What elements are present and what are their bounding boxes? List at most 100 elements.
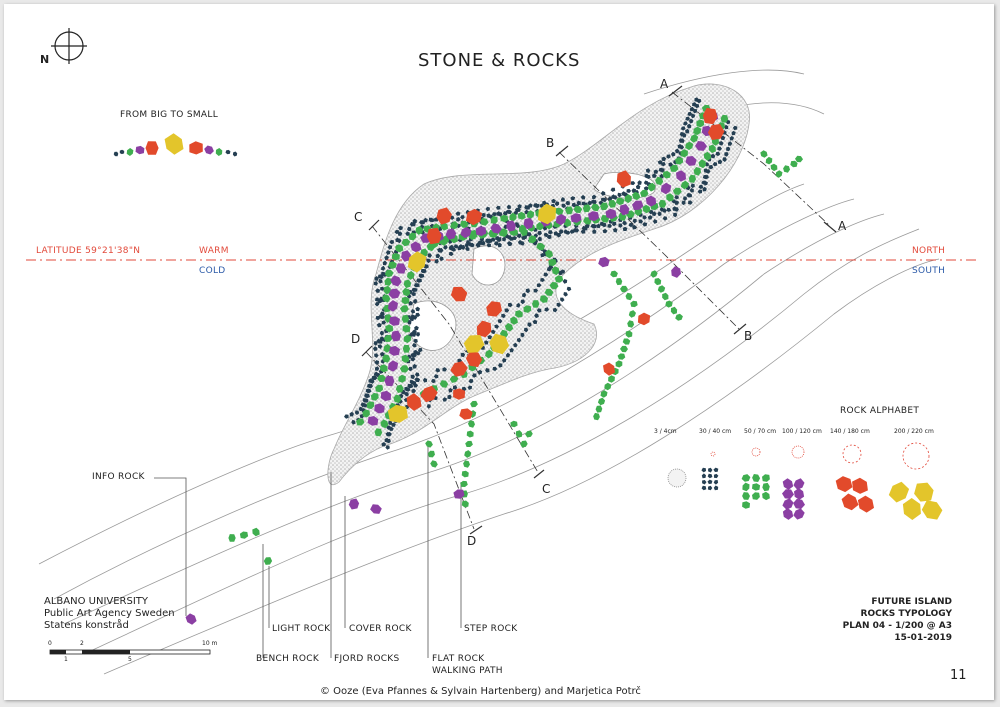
small-rock (521, 235, 526, 240)
small-rock (449, 244, 455, 250)
small-rock (563, 292, 568, 297)
size-order-legend (113, 133, 238, 157)
small-rock (370, 379, 375, 384)
big-rock (476, 320, 492, 338)
giant-rock-sample (914, 482, 934, 502)
medium-rock (385, 324, 394, 333)
scale-label: 10 m (202, 640, 218, 647)
small-rock (661, 161, 666, 167)
medium-rock (401, 314, 410, 323)
small-rock (516, 233, 522, 239)
small-rock (477, 369, 483, 375)
small-rock (421, 269, 427, 274)
small-rock (497, 242, 502, 248)
step-rock (466, 430, 474, 438)
big-rock-sample (852, 477, 868, 494)
small-rock (517, 204, 522, 209)
medium-rock (402, 345, 411, 353)
step-rock (593, 412, 600, 421)
medium-rock (384, 277, 392, 286)
big-rock (465, 208, 483, 226)
rock-size-label: 3 / 4cm (654, 428, 677, 435)
medium-rock (408, 232, 417, 241)
small-rock (681, 200, 686, 206)
step-rock (662, 292, 669, 301)
small-rock (377, 344, 383, 349)
size-ring (902, 442, 930, 470)
large-rock (671, 266, 681, 278)
small-rock (686, 123, 692, 129)
large-rock-sample (793, 478, 805, 490)
small-rock (412, 343, 417, 348)
large-rock (588, 211, 599, 222)
small-rock (657, 160, 663, 165)
medium-rock-sample (742, 492, 750, 500)
large-rock (695, 141, 707, 151)
scale-label: 2 (80, 640, 84, 647)
small-rock (657, 211, 662, 217)
small-rock (408, 383, 414, 389)
credit-line: ALBANO UNIVERSITY (44, 596, 149, 607)
medium-rock (381, 294, 391, 303)
step-rock (425, 440, 433, 448)
small-rock (506, 241, 512, 246)
small-rock (381, 265, 386, 271)
small-rock (364, 398, 369, 403)
big-rock (702, 107, 718, 125)
small-rock (680, 138, 685, 143)
small-rock (729, 135, 735, 141)
step-rock (770, 163, 778, 172)
small-rock (674, 200, 680, 205)
small-rock (717, 146, 722, 151)
small-rock (422, 377, 428, 383)
small-rock (467, 385, 473, 390)
small-rock (385, 445, 390, 450)
medium-rock (672, 187, 682, 195)
medium-rock (532, 300, 540, 308)
medium-rock-sample (742, 501, 750, 509)
small-rock (613, 227, 618, 233)
large-rock-sample (782, 489, 794, 499)
small-rock (417, 278, 422, 283)
small-rock (450, 215, 455, 220)
section-ticks (361, 85, 837, 535)
small-rock-sample (708, 467, 713, 473)
small-rock (732, 125, 738, 131)
small-rock (692, 108, 697, 114)
medium-rock (500, 228, 508, 238)
small-rock (497, 319, 503, 324)
large-rock-sample (794, 488, 805, 500)
medium-rock (490, 215, 498, 225)
small-rock (379, 314, 385, 320)
small-rock (596, 223, 601, 229)
large-rock (410, 241, 422, 253)
legend-rock (135, 145, 145, 155)
step-rock (783, 165, 790, 173)
small-rock (731, 130, 736, 136)
small-rock-sample (713, 480, 719, 485)
small-rock (536, 283, 542, 288)
step-rock (595, 405, 603, 413)
small-rock (513, 342, 518, 348)
medium-rock (384, 269, 394, 278)
small-rock (602, 228, 608, 234)
medium-rock (403, 279, 412, 289)
big-rock-sample (835, 476, 853, 493)
small-rock (685, 128, 690, 134)
small-rock (373, 341, 378, 346)
large-rock (605, 208, 617, 220)
size-ring (842, 444, 862, 464)
small-rock (540, 278, 545, 282)
medium-rock (565, 206, 573, 215)
medium-rock (551, 266, 560, 276)
large-rock (389, 345, 400, 356)
small-rock-sample (701, 485, 707, 491)
step-rock (795, 155, 803, 163)
small-rock (689, 188, 694, 193)
small-rock (388, 426, 394, 431)
small-rock (681, 132, 687, 138)
medium-rock (398, 374, 406, 383)
cold-label: COLD (199, 266, 226, 276)
medium-rock (523, 305, 532, 313)
small-rock (565, 200, 570, 206)
